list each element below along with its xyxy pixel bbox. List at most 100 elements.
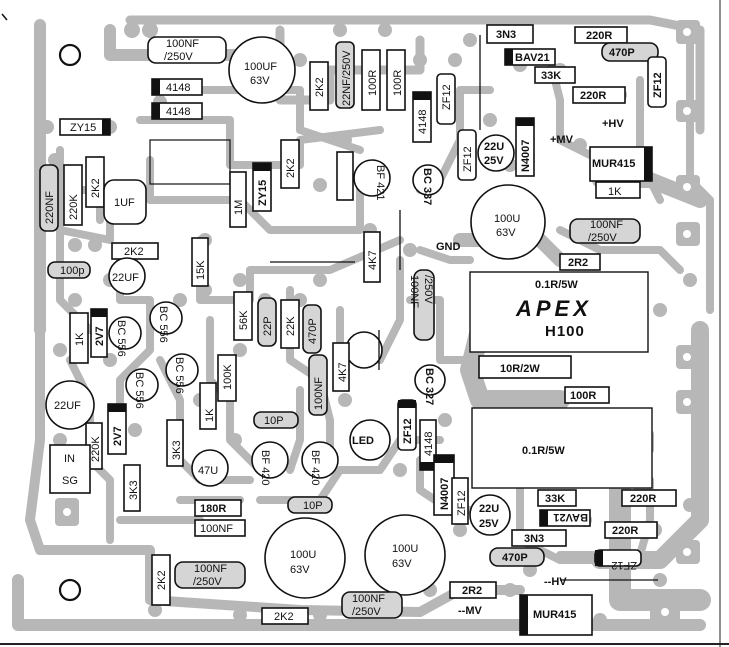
label-zy15-mid: ZY15 — [257, 180, 269, 206]
label-r-2k2-d: 2K2 — [124, 246, 144, 258]
label-bc556-a: BC 556 — [115, 320, 127, 357]
label-c-22nf: 22NF/250V — [341, 50, 353, 106]
label-bf420-a: BF 420 — [259, 450, 271, 485]
label-d-4148-v: 4148 — [417, 110, 429, 134]
label-r-1k-left: 1K — [74, 332, 86, 346]
label-bc337-top: BC 337 — [421, 168, 433, 205]
label-r-100r-a: 100R — [367, 70, 379, 96]
label-r-2r2-low: 2R2 — [462, 585, 482, 597]
label-zy15-left: ZY15 — [70, 122, 96, 134]
component-labels: 100NF /250V 100UF 63V 2K2 22NF/250V 100R… — [44, 29, 664, 623]
label-r-1k-top: 1K — [608, 186, 622, 198]
label-mur415-low: MUR415 — [533, 609, 576, 621]
label-r-56k: 56K — [238, 310, 250, 330]
label-c-22u-top-v: 25V — [484, 155, 504, 167]
label-r-01-5w-top: 0.1R/5W — [535, 279, 578, 291]
label-r-4k7-b: 4K7 — [337, 362, 349, 382]
label-r-2k2-a: 2K2 — [314, 77, 326, 97]
label-r-01-5w-low: 0.1R/5W — [522, 445, 565, 457]
label-plus-mv: +MV — [550, 134, 574, 146]
label-c-100u-low1: 100U — [290, 549, 316, 561]
label-d-4148-low: 4148 — [423, 432, 435, 456]
label-r-100k: 100K — [222, 364, 234, 390]
label-zf12-low: ZF12 — [402, 418, 414, 444]
label-in: IN — [64, 453, 75, 465]
label-r-220r-top1: 220R — [586, 30, 612, 42]
label-c-100nf-right-v: /250V — [588, 232, 617, 244]
label-c-1uf: 1UF — [114, 197, 135, 209]
label-minus-mv: --MV — [458, 605, 482, 617]
label-c-10p-a: 10P — [264, 415, 284, 427]
label-r-4k7-a: 4K7 — [367, 250, 379, 270]
label-c-100nf-bl-v: /250V — [193, 576, 222, 588]
label-c-100nf-mid: 100NF — [408, 275, 420, 308]
label-c-100nf-bc-v: /250V — [352, 606, 381, 618]
label-zf12-mid: ZF12 — [462, 146, 474, 172]
component-outlines — [39, 24, 677, 636]
label-zf12-low3: ZF12 — [611, 559, 637, 571]
label-zd-2v7-b: 2V7 — [112, 426, 124, 446]
label-r-3k3-b: 3K3 — [128, 480, 140, 500]
label-mur415-top: MUR415 — [592, 158, 635, 170]
label-c-470p-low: 470P — [502, 552, 528, 564]
label-c-470p-top: 470P — [609, 47, 635, 59]
label-c-100u-low2-v: 63V — [392, 558, 412, 570]
label-c-22u-low-v: 25V — [479, 518, 499, 530]
label-zf12-low2: ZF12 — [456, 490, 468, 516]
apex-logo: APEX — [515, 296, 592, 321]
label-bav21-top: BAV21 — [515, 52, 550, 64]
label-c-100nf-low: 100NF — [200, 523, 233, 535]
label-zf12-a: ZF12 — [441, 84, 453, 110]
label-c-100u-mid-v: 63V — [496, 227, 516, 239]
label-r-2k2-c: 2K2 — [285, 158, 297, 178]
label-c-100uf-top: 100UF — [244, 61, 277, 73]
mounting-hole-bottom — [58, 578, 82, 602]
label-c-100nf-top: 100NF — [166, 38, 199, 50]
label-c-22u-top: 22U — [484, 141, 504, 153]
label-c-100u-low2: 100U — [392, 543, 418, 555]
label-r-220r-top2: 220R — [580, 90, 606, 102]
label-bc327: BC 327 — [423, 368, 435, 405]
label-gnd: GND — [436, 241, 461, 253]
label-c-22uf-left: 22UF — [112, 272, 139, 284]
label-d-4148-b: 4148 — [166, 106, 190, 118]
mounting-hole-top — [58, 43, 82, 67]
label-c-3n3-low: 3N3 — [524, 533, 544, 545]
label-c-22uf-low: 22UF — [54, 400, 81, 412]
label-c-100u-low1-v: 63V — [290, 564, 310, 576]
label-r-15k: 15K — [195, 260, 207, 280]
label-c-100nf-vert: 100NF — [313, 377, 325, 410]
label-c-100nf-top-v: /250V — [164, 51, 193, 63]
label-plus-hv: +HV — [602, 118, 624, 130]
label-bf420-b: BF 420 — [309, 450, 321, 485]
label-c-100u-mid: 100U — [494, 213, 520, 225]
label-n4007-low: N4007 — [439, 478, 451, 510]
label-led: LED — [352, 435, 374, 447]
label-bav21-low: BAV21 — [553, 511, 588, 523]
label-c-100nf-bc: 100NF — [352, 593, 385, 605]
label-r-220k-low: 220K — [90, 436, 102, 462]
label-c-100uf-top-v: 63V — [250, 75, 270, 87]
label-r-2k2-f: 2K2 — [274, 611, 294, 623]
label-c-220nf: 220NF — [44, 191, 56, 224]
label-r-2r2-top: 2R2 — [568, 257, 588, 269]
label-apex-model: H100 — [545, 323, 585, 340]
label-sg: SG — [62, 475, 78, 487]
label-r-100r-b: 100R — [392, 70, 404, 96]
label-zf12-right: ZF12 — [652, 72, 664, 98]
svg-text:APEX: APEX — [515, 296, 592, 321]
label-c-100nf-bl: 100NF — [194, 563, 227, 575]
label-n4007-top: N4007 — [520, 140, 532, 172]
label-r-180r: 180R — [200, 503, 226, 515]
label-bc556-b: BC 556 — [157, 306, 169, 343]
label-minus-hv: --HV — [544, 576, 567, 588]
label-c-10p-b: 10P — [303, 500, 323, 512]
label-r-10r-2w: 10R/2W — [500, 363, 540, 375]
label-r-2k2-b: 2K2 — [90, 178, 102, 198]
label-r-2k2-e: 2K2 — [156, 570, 168, 590]
label-c-47u: 47U — [198, 465, 218, 477]
label-zd-2v7-a: 2V7 — [94, 326, 106, 346]
label-r-33k-low: 33K — [545, 493, 565, 505]
label-r-1k-mid: 1K — [204, 408, 216, 422]
